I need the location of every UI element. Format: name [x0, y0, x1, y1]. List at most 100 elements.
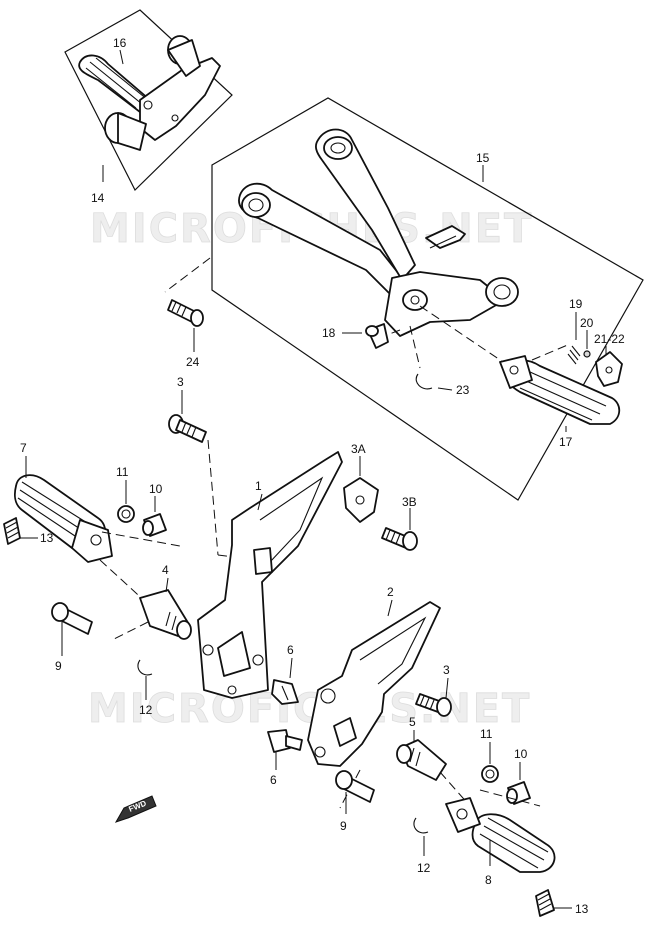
footrest-bracket-2 — [307, 599, 441, 767]
guide-bolt-24 — [164, 257, 211, 293]
callout-18: 18 — [322, 326, 336, 340]
footrest-7-ribs — [17, 481, 93, 543]
callout-10-left: 10 — [149, 482, 163, 496]
bracket-1-hole-a — [202, 644, 214, 656]
callout-12-left: 12 — [139, 703, 153, 717]
callout-14: 14 — [91, 191, 105, 205]
inset-pivot-hole — [143, 100, 153, 110]
inset-lower-boss-body — [117, 112, 147, 151]
leader-2 — [387, 599, 393, 617]
bracket-1-hole-b — [252, 654, 264, 666]
spring-pin-right — [479, 742, 541, 807]
bracket-1-hole-c — [227, 685, 237, 695]
callout-9-left: 9 — [55, 659, 62, 673]
bracket-upper-arm — [315, 128, 416, 281]
pivot-5-end — [396, 744, 412, 764]
leader-1 — [257, 493, 263, 511]
bracket-left-boss — [241, 192, 271, 218]
watermark-bottom: MICROFICHES.NET — [88, 686, 531, 732]
bolt-13-right-thread — [537, 893, 552, 911]
bolt-24 — [167, 299, 204, 352]
pin-9-left-head — [51, 602, 69, 622]
footrest-7-hole — [90, 534, 102, 546]
bolt-3-lower-thread — [419, 695, 435, 711]
forward-arrow-icon: FWD — [114, 795, 157, 823]
callout-6-upper: 6 — [287, 643, 294, 657]
callout-21-22: 21-22 — [594, 332, 625, 346]
callout-23: 23 — [456, 383, 470, 397]
pin-9-left — [51, 602, 93, 656]
callout-11-right: 11 — [480, 727, 493, 741]
bracket-1-plate — [197, 451, 343, 699]
inset-bracket — [139, 57, 221, 141]
bracket-1-lower-hole — [217, 631, 251, 677]
footrest-8-hole — [456, 808, 468, 820]
guide-detent — [531, 343, 571, 361]
bracket-3A — [343, 456, 379, 523]
guide-pivot-5 — [439, 771, 471, 807]
guide-pivot-4 — [111, 621, 149, 641]
bolt-6-lower — [267, 729, 303, 770]
callout-19: 19 — [569, 297, 583, 311]
guide-bolt-3-upper — [207, 439, 219, 556]
bracket-1-tab — [253, 547, 273, 575]
callout-7: 7 — [20, 441, 27, 455]
callout-15: 15 — [476, 151, 490, 165]
footrest-17-ribs — [519, 371, 607, 421]
bolt-3-lower-head — [436, 697, 452, 717]
callout-10-right: 10 — [514, 747, 528, 761]
bolt-3-upper-thread — [181, 421, 197, 438]
bolt-3B-head — [402, 531, 418, 551]
pivot-4-groove — [165, 611, 177, 631]
leader-4 — [165, 577, 169, 593]
guide-spring-right — [479, 789, 541, 807]
guide-clip-23 — [409, 325, 421, 369]
callout-1: 1 — [255, 479, 262, 493]
bracket-center-plate — [384, 271, 506, 337]
bolt-6-lower-shank — [285, 735, 303, 751]
spring-11-right — [481, 765, 499, 783]
pin-9-right — [335, 770, 375, 814]
footrest-7 — [14, 456, 181, 605]
bracket-2-tab — [333, 717, 357, 747]
bolt-3-upper — [168, 390, 259, 561]
bolt-13-right-body — [535, 889, 555, 917]
pivot-5 — [339, 730, 471, 809]
bolt-3B — [381, 508, 418, 551]
clip-23 — [415, 373, 433, 390]
bolt-3B-thread — [385, 529, 401, 545]
callout-8: 8 — [485, 873, 492, 887]
spring-11-left-inner — [121, 509, 131, 519]
callout-2: 2 — [387, 585, 394, 599]
bracket-pivot-hole — [410, 295, 420, 305]
spring-19 — [567, 345, 581, 365]
footrest-8-mount — [445, 797, 481, 833]
spring-pin-left — [117, 480, 167, 537]
bracket-left-boss-hole — [248, 198, 264, 212]
pin-10-right-end — [506, 788, 518, 804]
callout-3-upper: 3 — [177, 375, 184, 389]
rear-footrest-bracket-assembly — [164, 97, 644, 501]
bolt-6-upper — [271, 657, 299, 705]
inset-bolt-hole — [171, 114, 179, 122]
footrest-17-hole — [509, 365, 519, 375]
bracket-1-cutout — [259, 476, 324, 563]
spring-11-left — [117, 505, 135, 523]
clip-12-left-ring — [137, 659, 153, 676]
pivot-4 — [111, 577, 192, 641]
callout-6-lower: 6 — [270, 773, 277, 787]
callout-3A: 3A — [351, 442, 366, 456]
bracket-right-boss-hole — [493, 284, 511, 300]
callout-11-left: 11 — [116, 465, 129, 479]
callout-12-right: 12 — [417, 861, 431, 875]
leader-3-lower — [445, 677, 449, 699]
bolt-13-right — [535, 889, 572, 917]
bolt-13-left — [3, 517, 38, 545]
bolt-24-thread — [171, 301, 187, 317]
clip-12-right — [413, 817, 429, 856]
bolt-13-left-thread — [5, 521, 20, 539]
footrest-bracket-1 — [197, 451, 343, 699]
callout-24: 24 — [186, 355, 200, 369]
bolt-13-left-body — [3, 517, 21, 545]
